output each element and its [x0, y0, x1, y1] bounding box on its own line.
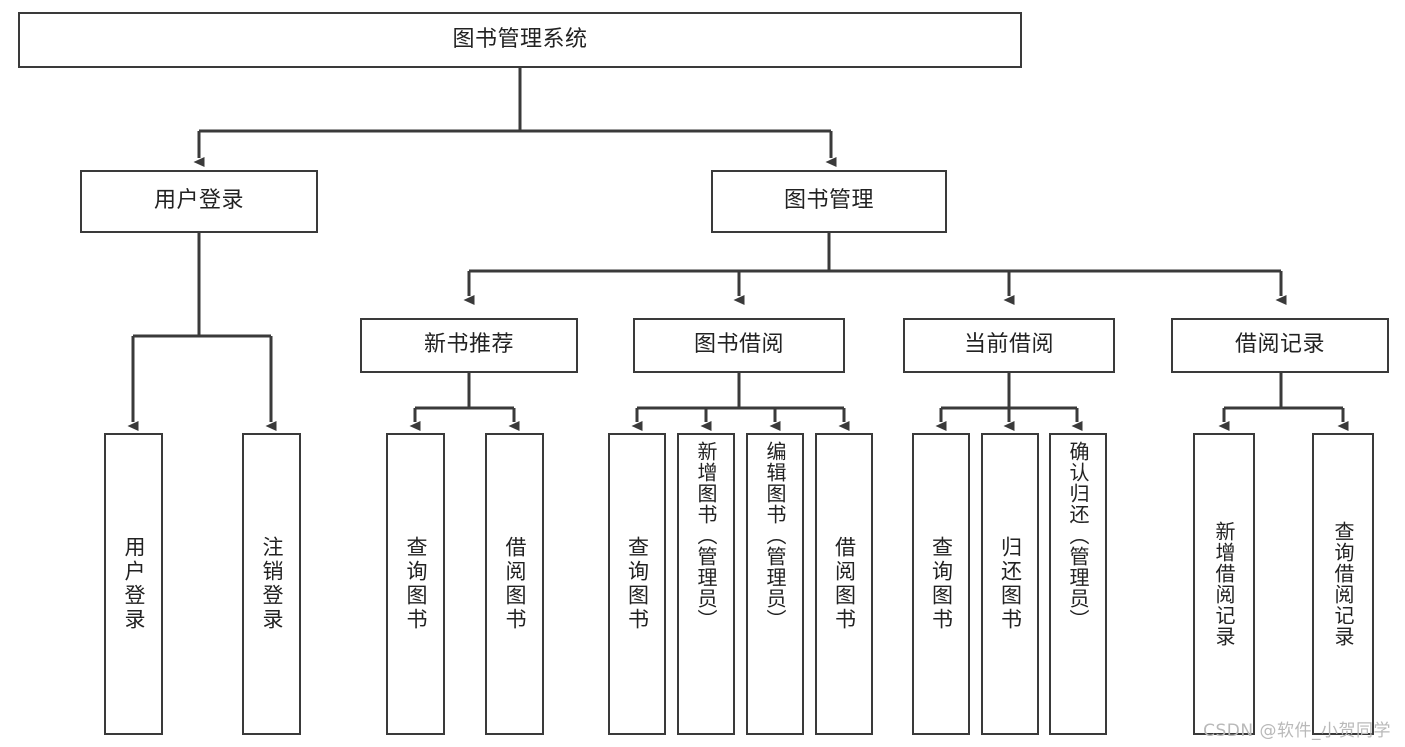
node-label: 图书管理 [783, 188, 874, 214]
node-new-book-recommend[interactable]: 新书推荐 [360, 318, 578, 373]
node-book-management[interactable]: 图书管理 [711, 170, 947, 233]
node-label: 借阅图书 [503, 536, 527, 632]
node-label: 查询借阅记录 [1331, 521, 1355, 647]
node-leaf-borrow-book-newbooks[interactable]: 借阅图书 [485, 433, 544, 735]
node-label: 图书借阅 [693, 332, 784, 358]
node-label: 新增图书（管理员） [694, 441, 718, 630]
node-leaf-add-borrow-record[interactable]: 新增借阅记录 [1193, 433, 1255, 735]
node-leaf-query-book-borrow[interactable]: 查询图书 [608, 433, 666, 735]
node-label: 新增借阅记录 [1212, 521, 1236, 647]
node-leaf-query-borrow-record[interactable]: 查询借阅记录 [1312, 433, 1374, 735]
node-leaf-add-book-admin[interactable]: 新增图书（管理员） [677, 433, 735, 735]
node-label: 查询图书 [929, 536, 954, 632]
node-label: 查询图书 [404, 536, 428, 632]
node-leaf-logout[interactable]: 注销登录 [242, 433, 301, 735]
node-leaf-edit-book-admin[interactable]: 编辑图书（管理员） [746, 433, 804, 735]
node-leaf-borrow-book[interactable]: 借阅图书 [815, 433, 873, 735]
node-leaf-query-book-newbooks[interactable]: 查询图书 [386, 433, 445, 735]
node-borrow-record[interactable]: 借阅记录 [1171, 318, 1389, 373]
node-label: 注销登录 [260, 536, 284, 632]
node-label: 查询图书 [625, 536, 650, 632]
node-user-login[interactable]: 用户登录 [80, 170, 318, 233]
node-leaf-return-book[interactable]: 归还图书 [981, 433, 1039, 735]
node-label: 归还图书 [998, 536, 1023, 632]
node-label: 图书管理系统 [452, 26, 588, 52]
node-label: 新书推荐 [423, 332, 514, 358]
node-leaf-user-login[interactable]: 用户登录 [104, 433, 163, 735]
node-book-borrow[interactable]: 图书借阅 [633, 318, 845, 373]
node-current-borrow[interactable]: 当前借阅 [903, 318, 1115, 373]
node-label: 编辑图书（管理员） [763, 441, 787, 630]
csdn-watermark: CSDN @软件_小贺同学 [1203, 721, 1391, 741]
node-root-book-management-system[interactable]: 图书管理系统 [18, 12, 1022, 68]
node-leaf-confirm-return-admin[interactable]: 确认归还（管理员） [1049, 433, 1107, 735]
node-label: 用户登录 [122, 536, 146, 632]
node-label: 借阅记录 [1234, 332, 1325, 358]
node-label: 确认归还（管理员） [1066, 441, 1090, 630]
node-leaf-query-book-current[interactable]: 查询图书 [912, 433, 970, 735]
node-label: 用户登录 [153, 188, 244, 214]
node-label: 当前借阅 [963, 332, 1054, 358]
node-label: 借阅图书 [832, 536, 857, 632]
